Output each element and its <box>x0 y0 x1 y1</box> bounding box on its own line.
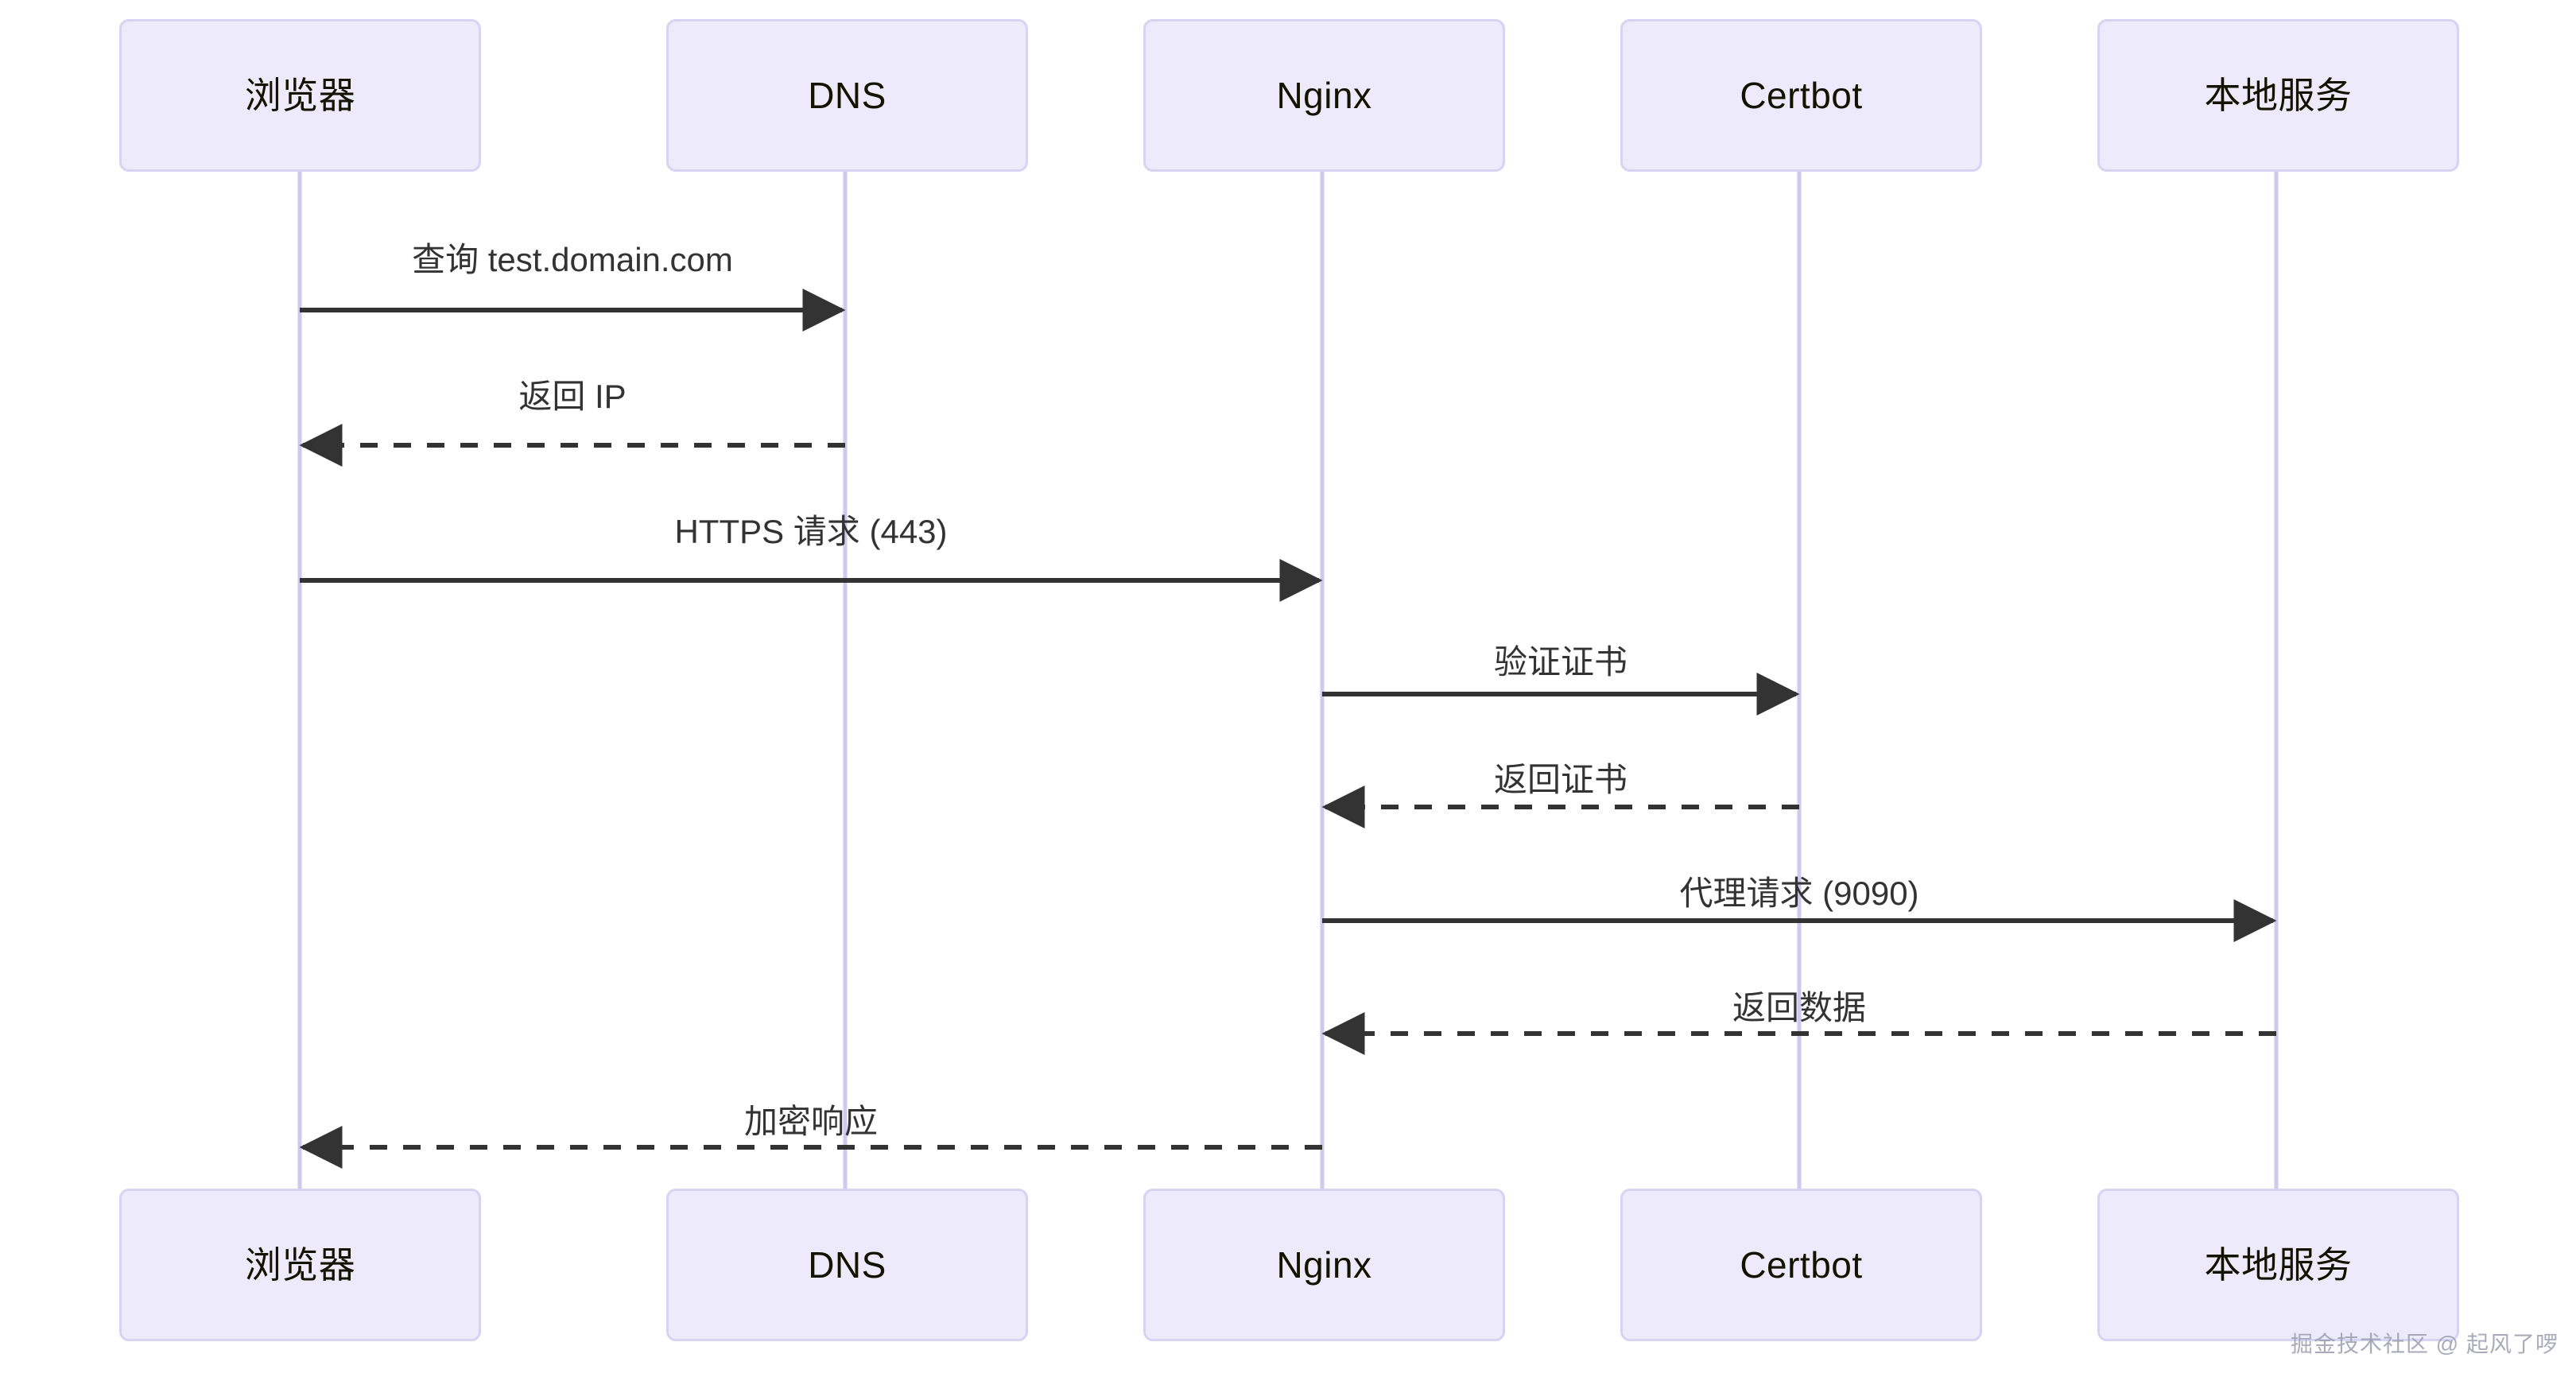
participant-label-dns: DNS <box>808 1244 886 1286</box>
participant-box-bottom-browser[interactable]: 浏览器 <box>119 1189 481 1341</box>
participant-label-browser: 浏览器 <box>244 1244 356 1286</box>
message-label-5: 返回证书 <box>1493 761 1628 798</box>
message-label-3: HTTPS 请求 (443) <box>674 513 948 550</box>
message-label-2: 返回 IP <box>518 378 627 415</box>
participant-label-browser: 浏览器 <box>244 75 356 116</box>
participant-box-top-nginx[interactable]: Nginx <box>1143 19 1505 172</box>
participant-box-bottom-certbot[interactable]: Certbot <box>1620 1189 1982 1341</box>
message-label-4: 验证证书 <box>1493 643 1628 681</box>
participant-label-certbot: Certbot <box>1740 1244 1863 1286</box>
participant-label-local: 本地服务 <box>2204 75 2353 116</box>
participant-box-bottom-dns[interactable]: DNS <box>666 1189 1028 1341</box>
participant-box-top-dns[interactable]: DNS <box>666 19 1028 172</box>
message-label-8: 加密响应 <box>743 1103 879 1140</box>
message-label-1: 查询 test.domain.com <box>412 241 733 278</box>
participant-box-top-certbot[interactable]: Certbot <box>1620 19 1982 172</box>
message-label-6: 代理请求 (9090) <box>1679 875 1919 912</box>
watermark: 掘金技术社区 @ 起风了啰 <box>2291 1332 2559 1356</box>
participant-label-nginx: Nginx <box>1276 1244 1372 1286</box>
participant-box-top-local[interactable]: 本地服务 <box>2097 19 2459 172</box>
participant-box-bottom-local[interactable]: 本地服务 <box>2097 1189 2459 1341</box>
participant-box-top-browser[interactable]: 浏览器 <box>119 19 481 172</box>
participant-label-dns: DNS <box>808 75 886 116</box>
message-label-7: 返回数据 <box>1732 989 1867 1026</box>
participant-label-local: 本地服务 <box>2204 1244 2353 1286</box>
participant-box-bottom-nginx[interactable]: Nginx <box>1143 1189 1505 1341</box>
participant-label-certbot: Certbot <box>1740 75 1863 116</box>
lifelines-group <box>297 172 2279 1189</box>
participant-label-nginx: Nginx <box>1276 75 1372 116</box>
message-arrows-group <box>299 289 2277 1169</box>
